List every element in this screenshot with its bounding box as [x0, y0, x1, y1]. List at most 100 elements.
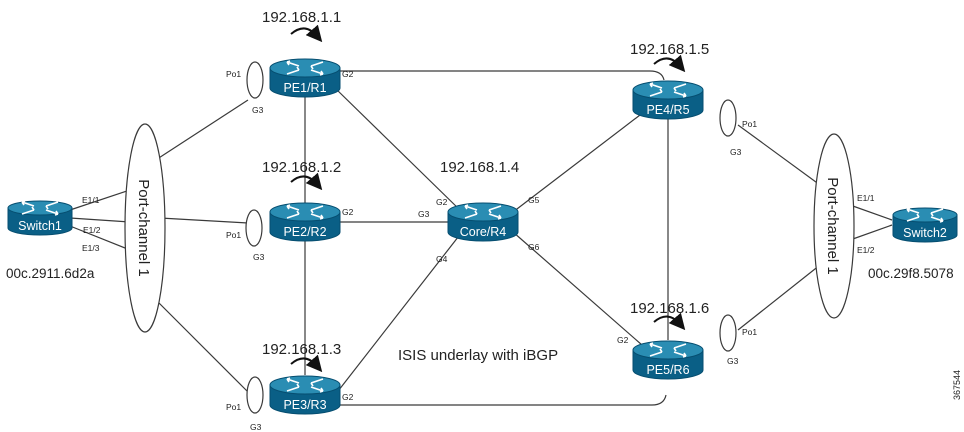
router-icon[interactable]: PE3/R3 — [269, 354, 341, 415]
router-arrow-mark — [488, 205, 502, 214]
router-top — [632, 80, 704, 100]
core-g4-label: G4 — [436, 254, 448, 264]
router-arrow-mark — [310, 205, 324, 214]
pe1-po-label: Po1 — [226, 69, 241, 79]
router-arrow-mark — [21, 200, 35, 207]
router-label: PE2/R2 — [283, 225, 326, 239]
switch1-mac: 00c.2911.6d2a — [6, 266, 95, 281]
port-channel-ellipse-icon — [124, 123, 166, 333]
router-arrow-mark — [45, 201, 59, 210]
router-label: PE3/R3 — [283, 398, 326, 412]
curved-arrow-icon — [290, 24, 323, 43]
router-label: PE5/R6 — [646, 363, 689, 377]
curved-arrow-icon — [653, 312, 686, 331]
router-arrow-mark — [673, 91, 687, 98]
switch-icon[interactable]: Switch2 — [892, 207, 958, 243]
router-top — [632, 340, 704, 360]
pe5-g3-label: G3 — [727, 356, 739, 366]
core-ip: 192.168.1.4 — [440, 159, 519, 176]
pe1-ip: 192.168.1.1 — [262, 9, 341, 26]
link-switch1-e12 — [69, 217, 131, 223]
link-pe1-pe4 — [338, 70, 665, 81]
router-arrow-mark — [286, 377, 300, 384]
pe1-g2-label: G2 — [342, 69, 354, 79]
router-icon[interactable]: Core/R4 — [447, 202, 519, 242]
curved-arrow-icon — [290, 172, 323, 191]
router-arrow-mark — [286, 210, 300, 219]
pe1-g3-label: G3 — [252, 105, 264, 115]
switch1-e11-label: E1/1 — [82, 195, 100, 205]
switch1-e13-label: E1/3 — [82, 243, 100, 253]
link-pc2-switch2-e11 — [849, 204, 893, 221]
link-pc1-pe2 — [159, 217, 249, 224]
router-arrow-mark — [310, 213, 324, 220]
po1-ellipse-icon — [245, 209, 263, 247]
link-pc2-switch2-e12 — [849, 224, 893, 241]
router-icon[interactable]: PE2/R2 — [269, 172, 341, 242]
core-g2-label: G2 — [436, 197, 448, 207]
link-switch1-e13 — [69, 225, 131, 251]
pe3-po-label: Po1 — [226, 402, 241, 412]
pe3-g3-label: G3 — [250, 422, 262, 432]
po1-ellipse-icon — [719, 99, 737, 137]
pe3-ip: 192.168.1.3 — [262, 341, 341, 358]
pe4-ip: 192.168.1.5 — [630, 41, 709, 58]
po1-ellipse-icon — [246, 376, 264, 414]
router-label: Switch2 — [903, 226, 947, 240]
router-icon[interactable]: PE1/R1 — [269, 24, 341, 98]
pe2-ip: 192.168.1.2 — [262, 159, 341, 176]
pe2-po-label: Po1 — [226, 230, 241, 240]
router-arrow-mark — [930, 216, 944, 223]
pe5-g2-label: G2 — [617, 335, 629, 345]
link-switch1-e11 — [69, 189, 131, 211]
router-icon[interactable]: PE4/R5 — [632, 54, 704, 120]
router-arrow-mark — [286, 383, 300, 392]
router-arrow-mark — [673, 351, 687, 358]
router-top — [269, 202, 341, 222]
router-arrow-mark — [649, 88, 663, 97]
link-pc1-pe3 — [147, 291, 249, 393]
router-arrow-mark — [649, 82, 663, 89]
router-label: PE1/R1 — [283, 81, 326, 95]
pe2-g2-label: G2 — [342, 207, 354, 217]
port-channel-left: Port-channel 1 — [124, 123, 166, 333]
router-label: Core/R4 — [460, 225, 507, 239]
router-arrow-mark — [673, 343, 687, 352]
core-g6-label: G6 — [528, 242, 540, 252]
po1-ellipse-icon — [246, 61, 264, 99]
link-pe1-core — [334, 87, 463, 213]
curved-arrow-icon — [290, 354, 323, 373]
router-top — [7, 200, 73, 216]
pe5-po-label: Po1 — [742, 327, 757, 337]
router-arrow-mark — [286, 60, 300, 67]
switch1-e12-label: E1/2 — [83, 225, 101, 235]
router-arrow-mark — [464, 210, 478, 219]
router-arrow-mark — [21, 206, 35, 215]
link-core-pe4 — [512, 114, 641, 213]
pe4-po-label: Po1 — [742, 119, 757, 129]
link-pe4-pc2 — [737, 124, 821, 186]
curved-arrow-icon — [653, 54, 686, 73]
switch-icon[interactable]: Switch1 — [7, 200, 73, 236]
port-channel-right: Port-channel 1 — [813, 133, 855, 319]
core-g5-label: G5 — [528, 195, 540, 205]
router-top — [892, 207, 958, 223]
router-arrow-mark — [310, 61, 324, 70]
router-arrow-mark — [286, 204, 300, 211]
router-top — [269, 58, 341, 78]
router-arrow-mark — [673, 83, 687, 92]
router-icon[interactable]: PE5/R6 — [632, 312, 704, 380]
router-arrow-mark — [464, 204, 478, 211]
link-pc1-pe1 — [147, 99, 249, 166]
pe3-g2-label: G2 — [342, 392, 354, 402]
router-label: PE4/R5 — [646, 103, 689, 117]
router-arrow-mark — [310, 378, 324, 387]
po1-ellipse-icon — [719, 314, 737, 352]
router-arrow-mark — [286, 66, 300, 75]
link-core-pe5 — [512, 231, 643, 346]
router-arrow-mark — [649, 348, 663, 357]
router-top — [269, 375, 341, 395]
pe5-ip: 192.168.1.6 — [630, 300, 709, 317]
port-channel-right-label: Port-channel 1 — [824, 177, 841, 275]
